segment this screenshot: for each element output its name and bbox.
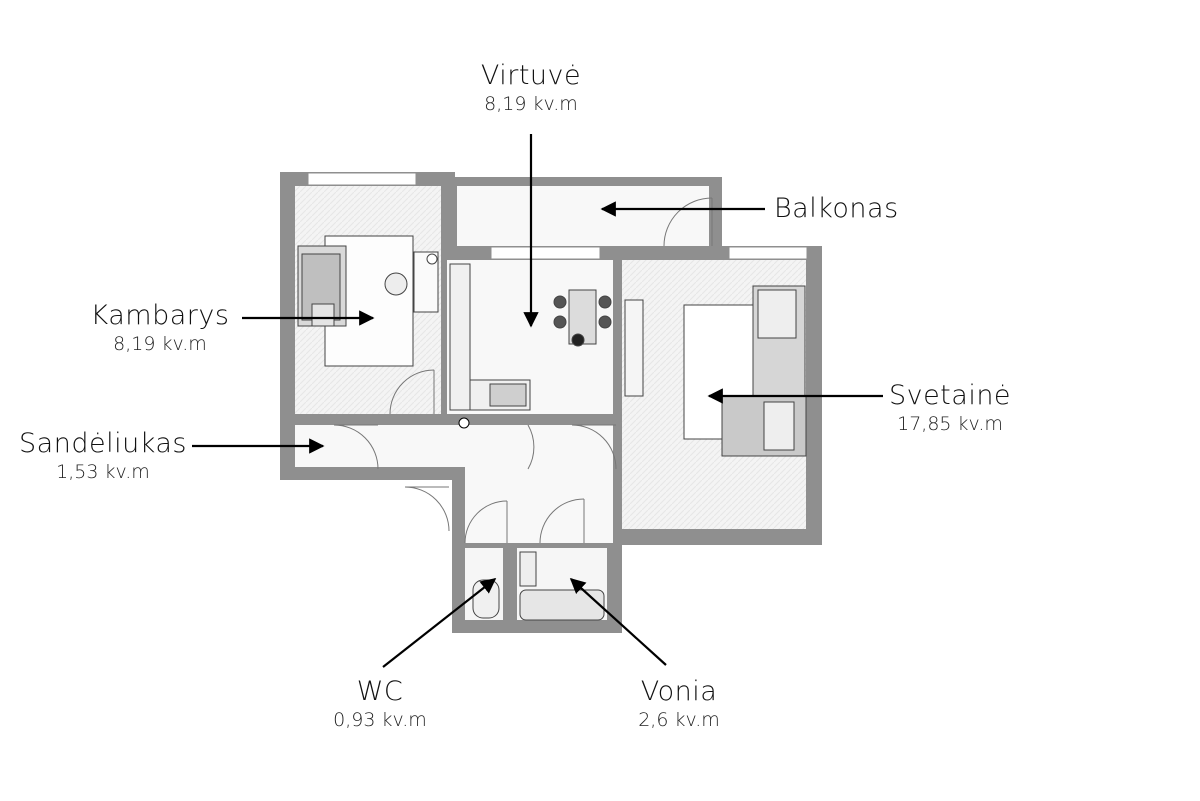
tv-unit xyxy=(624,299,644,397)
label-wc: WC 0,93 kv.m xyxy=(314,676,446,732)
pipe-marker xyxy=(458,417,470,429)
koridorius-floor xyxy=(295,425,613,467)
doors xyxy=(333,197,713,544)
room-name: Balkonas xyxy=(774,193,899,224)
room-area: 1,53 kv.m xyxy=(56,461,150,483)
wc-arrow xyxy=(382,578,497,668)
label-balkonas: Balkonas xyxy=(774,193,899,225)
room-name: Virtuvė xyxy=(480,60,582,91)
kitchen-sink xyxy=(489,383,527,407)
kitchen-counter xyxy=(449,263,471,411)
label-sandeliukas: Sandėliukas 1,53 kv.m xyxy=(18,428,188,484)
room-area: 8,19 kv.m xyxy=(484,93,578,115)
label-vonia: Vonia 2,6 kv.m xyxy=(614,676,744,732)
vonia-arrow xyxy=(569,577,667,666)
room-area: 17,85 kv.m xyxy=(897,413,1003,435)
pointer-arrows xyxy=(192,134,883,668)
koridorius-floor-lower xyxy=(465,467,613,543)
room-name: WC xyxy=(356,676,404,707)
bathtub xyxy=(519,589,605,621)
partitions xyxy=(280,186,822,633)
desk-chair xyxy=(384,272,408,296)
label-svetaine: Svetainė 17,85 kv.m xyxy=(880,380,1020,436)
room-name: Svetainė xyxy=(888,380,1012,411)
balkonas-floor xyxy=(457,186,709,246)
label-virtuve: Virtuvė 8,19 kv.m xyxy=(460,60,602,116)
room-area: 0,93 kv.m xyxy=(333,709,427,731)
room-area: 2,6 kv.m xyxy=(638,709,720,731)
room-name: Kambarys xyxy=(90,300,230,331)
room-name: Vonia xyxy=(640,676,718,707)
washbasin xyxy=(519,551,537,587)
room-area: 8,19 kv.m xyxy=(113,333,207,355)
room-name: Sandėliukas xyxy=(19,428,187,459)
furniture xyxy=(297,235,807,621)
windows xyxy=(307,172,808,260)
dining-table xyxy=(568,289,597,345)
label-kambarys: Kambarys 8,19 kv.m xyxy=(80,300,240,356)
